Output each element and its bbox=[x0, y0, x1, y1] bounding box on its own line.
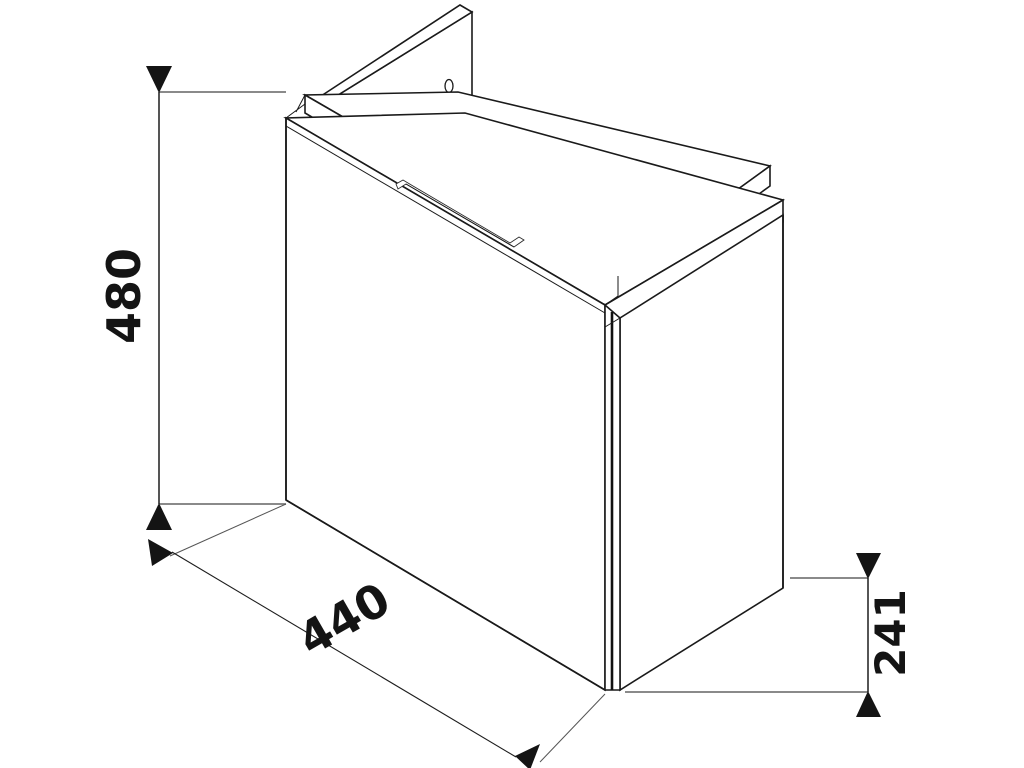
dim-480-arrow-bottom-icon bbox=[146, 503, 172, 530]
handle-groove bbox=[395, 179, 525, 248]
dimension-height-480: 480 bbox=[97, 66, 286, 530]
dimension-depth-241: 241 bbox=[625, 553, 915, 717]
product-geometry bbox=[283, 4, 786, 692]
dim-480-label: 480 bbox=[97, 248, 151, 344]
door-top-bevel-line bbox=[285, 125, 606, 314]
dim-241-label: 241 bbox=[866, 589, 915, 677]
dim-440-arrow-end-icon bbox=[515, 744, 540, 768]
dim-440-ext-right bbox=[539, 693, 606, 763]
dim-440-arrow-start-icon bbox=[148, 539, 173, 566]
handle-groove-inner-line bbox=[405, 183, 515, 248]
mounting-plate-hole-icon bbox=[444, 78, 454, 94]
rail-junction-detail bbox=[604, 276, 619, 306]
dim-241-arrow-bottom-icon bbox=[856, 691, 881, 717]
dim-440-line bbox=[171, 551, 517, 758]
rail-door-junction bbox=[604, 317, 621, 328]
dim-440-label: 440 bbox=[289, 572, 399, 667]
door-bottom-edge bbox=[285, 499, 606, 691]
dim-241-arrow-top-icon bbox=[856, 553, 881, 579]
top-left-corner-detail bbox=[285, 94, 306, 119]
cabinet-door bbox=[285, 116, 621, 692]
dim-440-ext-left bbox=[169, 503, 287, 557]
dim-480-arrow-top-icon bbox=[146, 66, 172, 93]
